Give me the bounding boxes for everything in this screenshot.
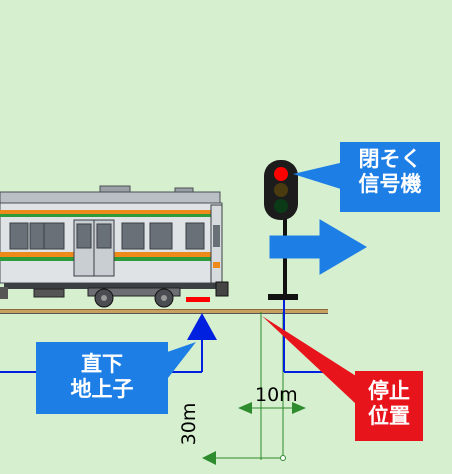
beacon-triangle-icon xyxy=(187,313,217,340)
stop-label: 停止 位置 xyxy=(355,379,423,429)
signal-green-lamp xyxy=(274,199,288,213)
block-signal-icon xyxy=(264,160,298,300)
arrowhead-30m-left xyxy=(202,451,216,465)
signal-yellow-lamp xyxy=(274,183,288,197)
beacon-label-line2: 地上子 xyxy=(70,377,134,401)
beacon-label: 直下 地上子 xyxy=(36,352,168,402)
train-icon xyxy=(0,185,229,308)
signal-label: 閉そく 信号機 xyxy=(340,147,440,197)
beacon-label-line1: 直下 xyxy=(81,352,123,376)
rail-track xyxy=(0,309,328,314)
arrowhead-10m-left xyxy=(238,402,252,414)
dimension-30m-label: 30m xyxy=(178,402,200,446)
dimension-10m-label: 10m xyxy=(255,384,298,406)
signal-label-line2: 信号機 xyxy=(358,172,422,196)
stop-callout-box xyxy=(262,316,423,441)
signal-label-line1: 閉そく xyxy=(358,147,422,171)
beacon-callout-box xyxy=(36,342,196,414)
direction-arrow-icon xyxy=(269,219,367,275)
stop-label-line1: 停止 xyxy=(368,379,410,403)
signal-callout-box xyxy=(293,142,440,212)
signal-red-lamp xyxy=(274,167,288,181)
stop-label-line2: 位置 xyxy=(368,404,410,428)
arrowhead-10m-right xyxy=(292,402,306,414)
